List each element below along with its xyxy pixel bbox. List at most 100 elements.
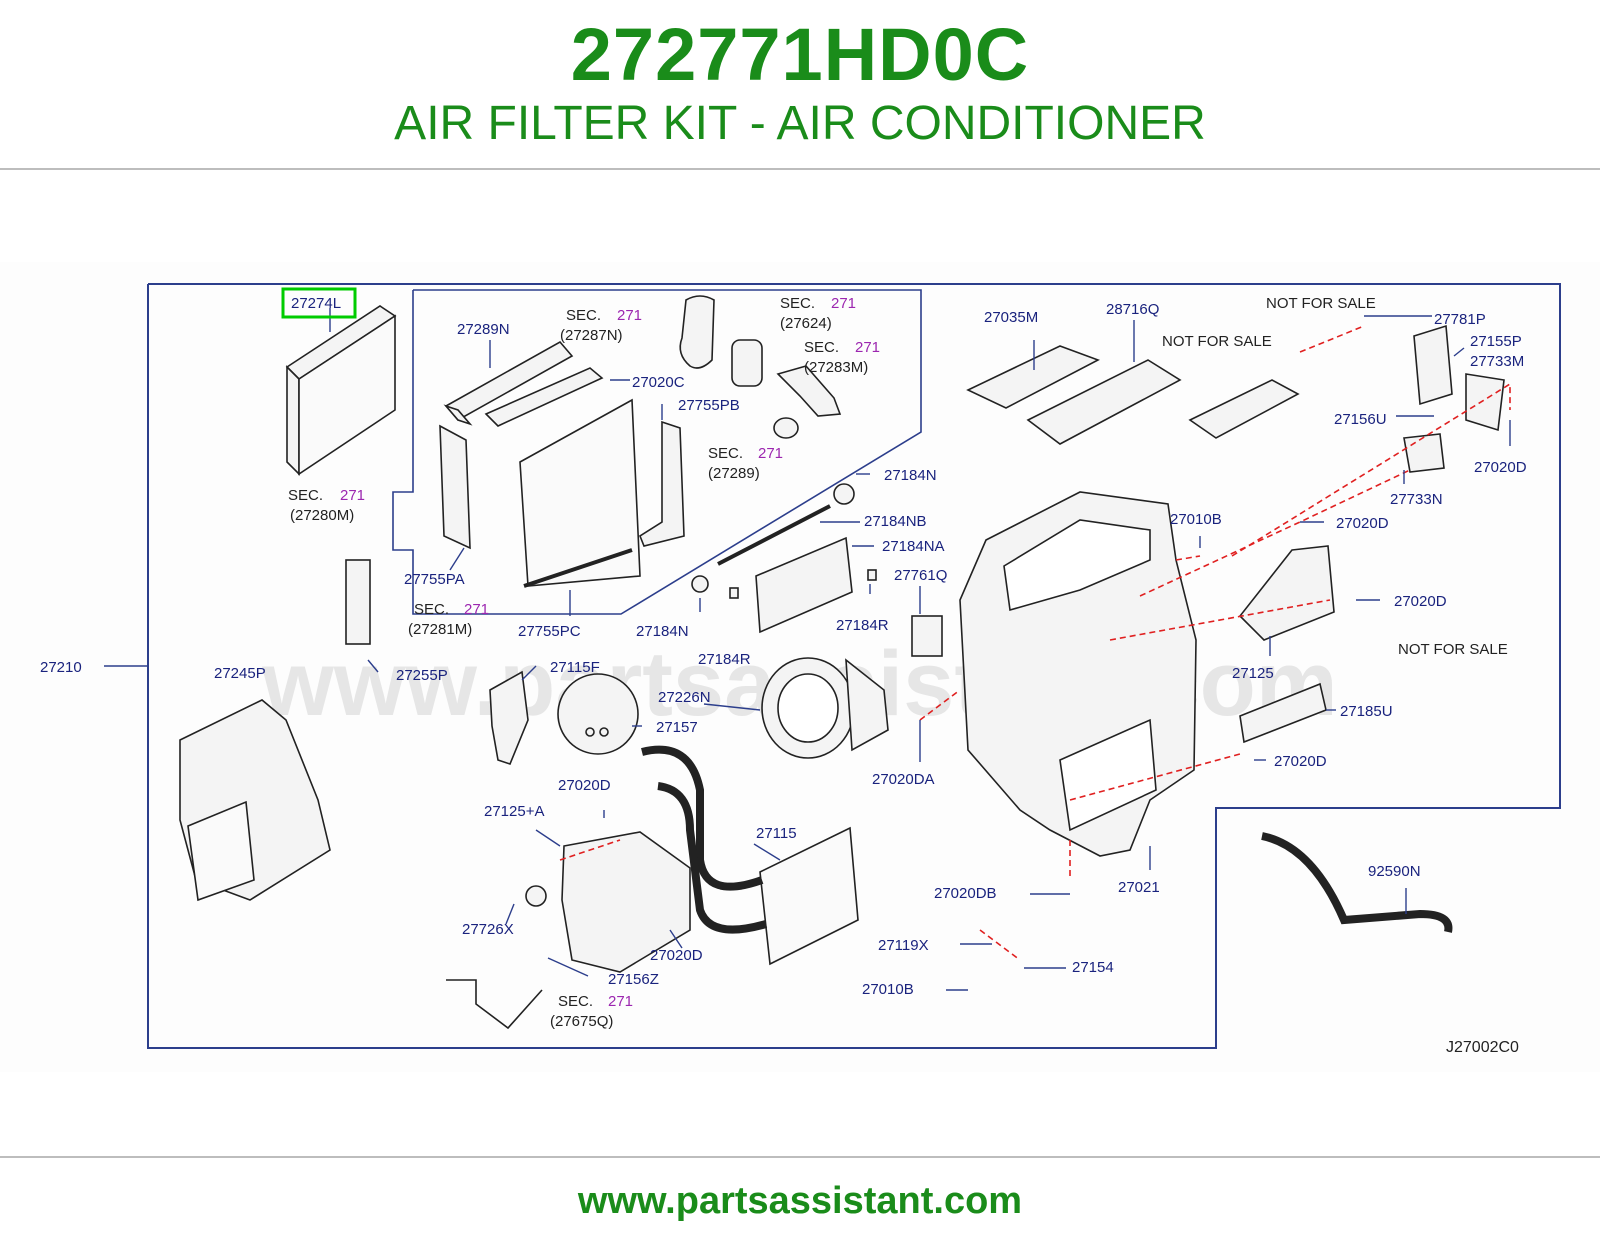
part-label[interactable]: 27010B	[1170, 511, 1222, 528]
part-label[interactable]: 27020C	[632, 374, 685, 391]
part-label[interactable]: 27726X	[462, 921, 514, 938]
part-number: 272771HD0C	[570, 13, 1030, 96]
svg-text:SEC.: SEC.	[414, 601, 449, 618]
sec-ref-27280M: SEC. 271 (27280M)	[288, 487, 365, 524]
part-label[interactable]: 27226N	[658, 689, 711, 706]
sec-ref-27287N: SEC. 271 (27287N)	[560, 307, 642, 344]
diagram-code: J27002C0	[1446, 1039, 1519, 1056]
part-label[interactable]: 92590N	[1368, 863, 1421, 880]
part-label[interactable]: 27020DA	[872, 771, 935, 788]
svg-text:271: 271	[758, 445, 783, 462]
svg-text:271: 271	[464, 601, 489, 618]
parts-diagram: www.partsassistant.com	[0, 262, 1600, 1072]
evaporator-drawing	[439, 340, 685, 588]
sec-ref-27675Q: SEC. 271 (27675Q)	[550, 993, 633, 1030]
part-label[interactable]: 27010B	[862, 981, 914, 998]
blower-motor-drawing	[489, 657, 889, 765]
connector-lines	[559, 325, 1511, 961]
part-label[interactable]: 27020D	[1474, 459, 1527, 476]
svg-text:SEC.: SEC.	[780, 295, 815, 312]
part-label[interactable]: 27184N	[636, 623, 689, 640]
svg-text:(27283M): (27283M)	[804, 359, 868, 376]
heater-case-drawing	[446, 831, 691, 1030]
part-label[interactable]: 27184NB	[864, 513, 927, 530]
part-label[interactable]: 27020D	[650, 947, 703, 964]
part-label[interactable]: 27245P	[214, 665, 266, 682]
svg-text:SEC.: SEC.	[708, 445, 743, 462]
part-label[interactable]: 27021	[1118, 879, 1160, 896]
part-label[interactable]: 27733M	[1470, 353, 1524, 370]
part-label[interactable]: 27185U	[1340, 703, 1393, 720]
part-label[interactable]: 27020D	[558, 777, 611, 794]
part-label[interactable]: 27755PA	[404, 571, 465, 588]
not-for-sale-note: NOT FOR SALE	[1398, 641, 1508, 658]
header-divider	[0, 168, 1600, 170]
svg-text:(27289): (27289)	[708, 465, 760, 482]
part-label[interactable]: 27125+A	[484, 803, 544, 820]
highlight-box	[281, 287, 357, 319]
sec-ref-27283M: SEC. 271 (27283M)	[804, 339, 880, 376]
part-label[interactable]: 27156U	[1334, 411, 1387, 428]
svg-text:271: 271	[855, 339, 880, 356]
part-label[interactable]: 27157	[656, 719, 698, 736]
part-label[interactable]: 27020DB	[934, 885, 997, 902]
part-label[interactable]: 27274L	[291, 295, 341, 312]
part-label[interactable]: 27184N	[884, 467, 937, 484]
part-label[interactable]: 27210	[40, 659, 82, 676]
svg-text:271: 271	[831, 295, 856, 312]
leader-lines	[104, 308, 1511, 991]
sec-ref-27289: SEC. 271 (27289)	[708, 445, 783, 482]
footer-divider	[0, 1156, 1600, 1158]
svg-text:(27675Q): (27675Q)	[550, 1013, 613, 1030]
part-label[interactable]: 27119X	[878, 937, 929, 954]
part-label[interactable]: 27156Z	[608, 971, 659, 988]
sec-ref-27281M: SEC. 271 (27281M)	[408, 601, 489, 638]
not-for-sale-note: NOT FOR SALE	[1162, 333, 1272, 350]
part-label[interactable]: 27755PB	[678, 397, 740, 414]
not-for-sale-note: NOT FOR SALE	[1266, 295, 1376, 312]
pipe-drawing	[679, 295, 842, 439]
svg-text:SEC.: SEC.	[558, 993, 593, 1010]
filter-frame-drawing	[691, 483, 943, 657]
part-label[interactable]: 28716Q	[1106, 301, 1159, 318]
part-label[interactable]: 27115F	[550, 659, 600, 676]
parts-diagram-svg: www.partsassistant.com	[40, 283, 1561, 1056]
svg-text:(27280M): (27280M)	[290, 507, 354, 524]
svg-text:SEC.: SEC.	[288, 487, 323, 504]
part-label[interactable]: 27755PC	[518, 623, 581, 640]
part-label[interactable]: 27184R	[698, 651, 751, 668]
part-label[interactable]: 27020D	[1336, 515, 1389, 532]
sec-ref-27624: SEC. 271 (27624)	[780, 295, 856, 332]
part-label[interactable]: 27289N	[457, 321, 510, 338]
svg-text:(27281M): (27281M)	[408, 621, 472, 638]
evaporator-subframe	[392, 289, 922, 615]
part-label[interactable]: 27154	[1072, 959, 1114, 976]
part-label[interactable]: 27255P	[396, 667, 448, 684]
part-label[interactable]: 27733N	[1390, 491, 1443, 508]
heater-core-drawing	[641, 745, 859, 966]
part-label[interactable]: 27781P	[1434, 311, 1486, 328]
part-label[interactable]: 27155P	[1470, 333, 1522, 350]
footer-link[interactable]: www.partsassistant.com	[577, 1180, 1023, 1222]
part-label[interactable]: 27184R	[836, 617, 889, 634]
svg-text:271: 271	[617, 307, 642, 324]
right-side-parts-drawing	[966, 324, 1505, 933]
svg-text:(27287N): (27287N)	[560, 327, 623, 344]
part-label[interactable]: 27115	[756, 825, 797, 842]
part-label[interactable]: 27184NA	[882, 538, 945, 555]
svg-text:271: 271	[340, 487, 365, 504]
svg-text:271: 271	[608, 993, 633, 1010]
svg-text:SEC.: SEC.	[566, 307, 601, 324]
part-label[interactable]: 27020D	[1274, 753, 1327, 770]
part-label[interactable]: 27761Q	[894, 567, 947, 584]
intake-box-drawing	[179, 559, 371, 902]
svg-text:SEC.: SEC.	[804, 339, 839, 356]
page-title: AIR FILTER KIT - AIR CONDITIONER	[394, 97, 1206, 150]
assembly-frame	[147, 283, 1561, 1049]
air-filter-drawing	[285, 305, 397, 476]
part-label[interactable]: 27125	[1232, 665, 1274, 682]
hvac-case-drawing	[959, 491, 1197, 857]
page-header: 272771HD0C AIR FILTER KIT - AIR CONDITIO…	[0, 0, 1600, 170]
part-label[interactable]: 27020D	[1394, 593, 1447, 610]
part-label[interactable]: 27035M	[984, 309, 1038, 326]
